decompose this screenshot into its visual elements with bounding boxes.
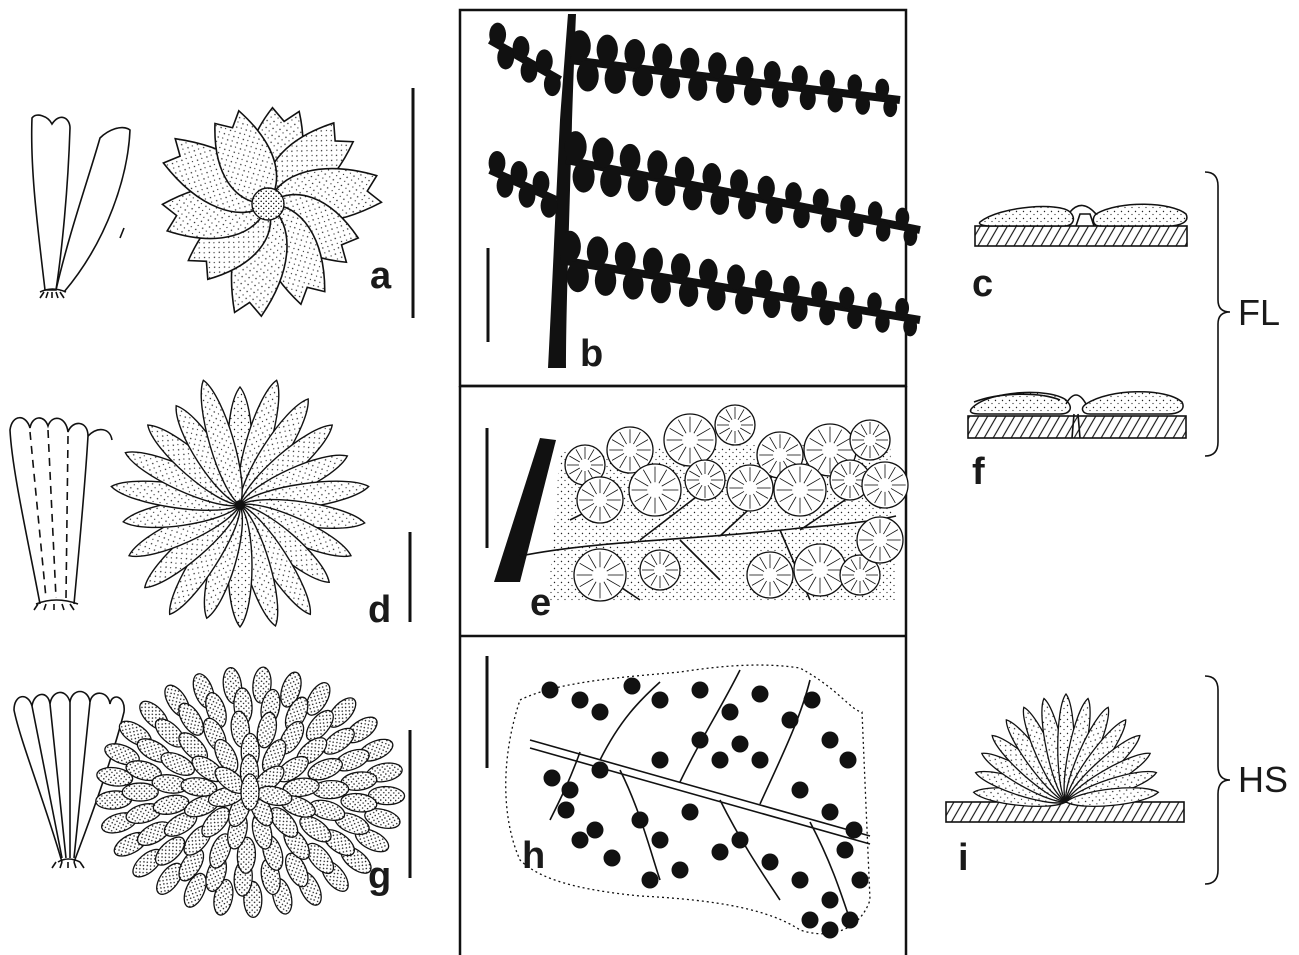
peltate-scale-icon (95, 666, 405, 917)
hair-cross-section-icon (975, 204, 1187, 246)
hair-side-view-icon (32, 115, 130, 298)
group-label-hs: HS (1238, 759, 1288, 800)
panel-label-b: b (580, 333, 603, 375)
panel-c-cross-section: c (972, 204, 1187, 305)
panel-label-g: g (368, 855, 391, 897)
panel-label-f: f (972, 451, 985, 493)
panel-label-i: i (958, 837, 969, 879)
hair-cross-section-icon (968, 392, 1186, 438)
panel-label-e: e (530, 582, 551, 624)
panel-f-cross-section: f (968, 392, 1186, 493)
ray-hair-icon (110, 377, 371, 629)
hair-cross-section-icon (946, 694, 1184, 822)
group-label-fl: FL (1238, 292, 1280, 333)
panel-i-cross-section: i (946, 694, 1184, 879)
hair-side-view-icon (10, 418, 112, 610)
panel-e-sorus-detail: e (487, 405, 908, 624)
hs-group-bracket: HS (1205, 676, 1288, 884)
stellate-hair-icon (156, 105, 383, 318)
frond-silhouette-icon (489, 14, 920, 368)
panel-label-h: h (522, 835, 545, 877)
panel-a-stellate-hair: a (32, 88, 413, 318)
panel-label-c: c (972, 263, 993, 305)
panel-label-a: a (370, 255, 392, 297)
panel-label-d: d (368, 589, 391, 631)
sorus-detail-icon (494, 405, 908, 602)
panel-h-vein-detail: h (487, 656, 870, 939)
vein-detail-icon (506, 665, 870, 938)
panel-g-peltate-scale: g (14, 666, 410, 917)
panel-b-frond: b (488, 14, 920, 375)
panel-d-ray-hair: d (10, 377, 410, 631)
fl-group-bracket: FL (1205, 172, 1280, 456)
